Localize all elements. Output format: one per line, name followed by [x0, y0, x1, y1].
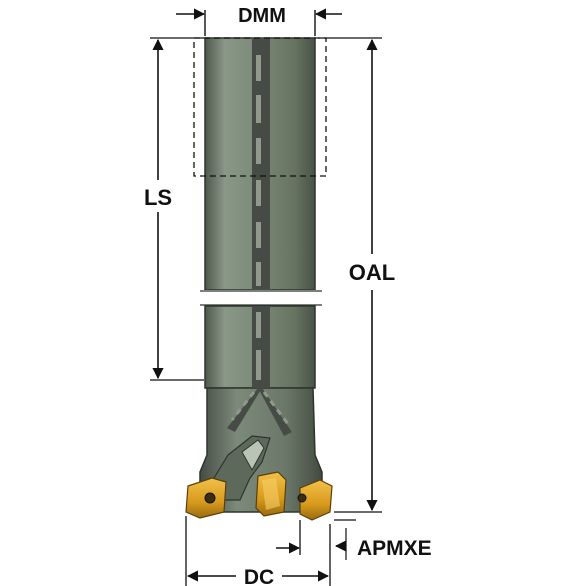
ls-label: LS — [144, 185, 172, 210]
insert-screw-left — [204, 492, 216, 504]
ls-dimension: LS — [140, 37, 204, 381]
dmm-dimension: DMM — [176, 5, 342, 36]
shank-break-gap — [198, 290, 322, 306]
dmm-label: DMM — [238, 5, 286, 27]
tool-body — [185, 37, 333, 521]
insert-screw-right — [297, 493, 307, 503]
dc-dimension: DC — [185, 516, 331, 586]
holder-outline-dashed — [193, 37, 327, 177]
dc-label: DC — [244, 566, 274, 586]
coolant-channel — [227, 38, 292, 436]
oal-dimension: OAL — [318, 37, 398, 513]
oal-label: OAL — [349, 260, 395, 285]
insert-right — [299, 479, 333, 521]
cutting-inserts — [185, 471, 333, 521]
apmxe-dimension: APMXE — [334, 519, 432, 560]
apmxe-label: APMXE — [357, 537, 432, 560]
